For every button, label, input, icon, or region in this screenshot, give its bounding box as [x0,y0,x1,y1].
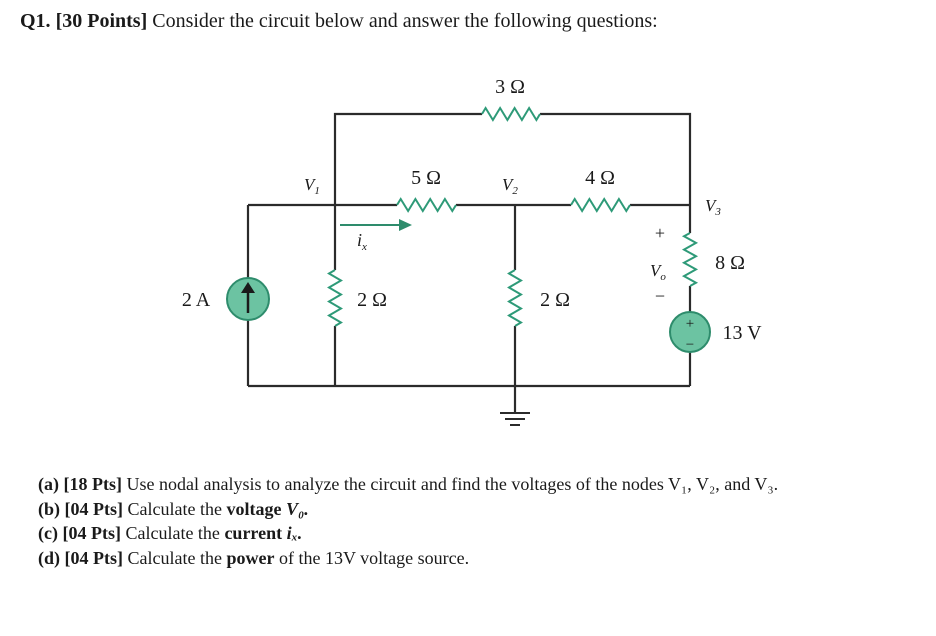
wire-top [333,112,692,205]
label-vo-plus: + [655,223,665,243]
vsource-plus: + [686,316,694,332]
label-r-top: 3 Ω [495,76,525,98]
vsource-minus: − [686,337,694,353]
question-title: Q1. [30 Points] Consider the circuit bel… [20,8,658,34]
part-b: (b) [04 Pts] Calculate the voltage V₀. [38,498,309,519]
question-number: Q1. [20,10,51,32]
circuit-diagram: + − 3 Ω 5 Ω 4 Ω 2 Ω 2 Ω 8 Ω 2 A 13 V V1 … [182,76,762,426]
ix-arrow-icon [340,219,412,231]
resistor-5ohm [396,197,457,213]
question-parts: (a) [18 Pts] Use nodal analysis to analy… [38,472,778,570]
label-r-left-v: 2 Ω [357,289,387,311]
label-r-right-v: 8 Ω [715,252,745,274]
label-r-mid-v: 2 Ω [540,289,570,311]
question-text: Consider the circuit below and answer th… [152,10,658,32]
label-current-source: 2 A [182,289,211,311]
label-voltage-source: 13 V [722,322,762,344]
label-node1: V1 [304,175,320,197]
label-r-right-h: 4 Ω [585,167,615,189]
label-vo: Vo [650,261,666,283]
label-vo-minus: − [655,286,665,306]
label-ix: ix [357,230,367,253]
question-points: [30 Points] [55,10,148,32]
circuit-wires [246,112,692,412]
resistors [327,106,699,327]
current-source-icon [226,277,270,321]
label-node2: V2 [502,175,518,197]
ground-icon [500,412,530,426]
resistor-mid-2ohm [507,269,523,327]
resistor-top-3ohm [481,106,541,122]
label-node3: V3 [705,196,721,218]
label-r-left-h: 5 Ω [411,167,441,189]
resistor-4ohm [570,197,631,213]
resistor-left-2ohm [327,269,343,327]
part-d: (d) [04 Pts] Calculate the power of the … [38,547,470,568]
resistor-8ohm [681,232,699,287]
part-a: (a) [18 Pts] Use nodal analysis to analy… [38,474,779,494]
voltage-source-icon: + − [669,311,711,353]
part-c: (c) [04 Pts] Calculate the current iₓ. [38,523,303,543]
